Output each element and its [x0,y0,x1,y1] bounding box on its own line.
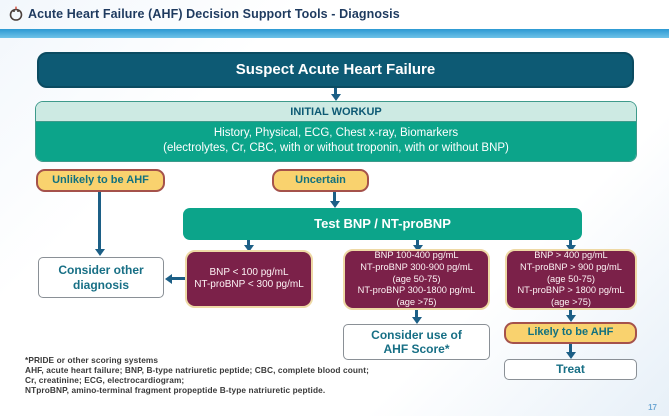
node-test-bnp: Test BNP / NT-proBNP [183,208,582,240]
arrow-test-to-bnp-low [243,240,254,252]
node-suspect-ahf: Suspect Acute Heart Failure [37,52,634,88]
node-ahf-score: Consider use of AHF Score* [343,324,490,360]
footnote-line: *PRIDE or other scoring systems [25,355,159,365]
page-number: 17 [648,403,657,412]
arrow-bnp-mid-to-score [411,310,422,324]
page-title: Acute Heart Failure (AHF) Decision Suppo… [28,7,400,21]
node-bnp-low: BNP < 100 pg/mL NT-proBNP < 300 pg/mL [185,250,313,308]
node-bnp-high: BNP > 400 pg/mL NT-proBNP > 900 pg/mL (a… [505,249,637,310]
arrow-unlikely-to-consider [94,192,105,256]
arrow-likely-to-treat [565,344,576,359]
arrow-test-to-bnp-mid [412,240,423,252]
node-likely-ahf: Likely to be AHF [504,322,637,344]
footnote-line: NTproBNP, amino-terminal fragment propep… [25,385,326,395]
footnote-line: Cr, creatinine; ECG, electrocardiogram; [25,375,185,385]
node-consider-other-diagnosis: Consider other diagnosis [38,257,164,298]
node-uncertain: Uncertain [272,169,369,192]
footnotes: *PRIDE or other scoring systems AHF, acu… [25,355,369,395]
arrow-suspect-to-workup [330,88,341,101]
arrow-test-to-bnp-high [565,240,576,252]
initial-workup-header: INITIAL WORKUP [36,102,636,122]
arrow-bnp-high-to-likely [565,310,576,322]
footnote-line: AHF, acute heart failure; BNP, B-type na… [25,365,369,375]
heart-monitor-icon [9,6,23,21]
node-unlikely-ahf: Unlikely to be AHF [36,169,165,192]
initial-workup-body: History, Physical, ECG, Chest x-ray, Bio… [36,122,636,161]
node-initial-workup: INITIAL WORKUP History, Physical, ECG, C… [35,101,637,162]
arrow-bnp-low-to-consider [165,273,185,284]
header-divider-bar [0,29,669,38]
arrow-uncertain-to-test [329,192,340,208]
node-treat: Treat [504,359,637,380]
node-bnp-mid: BNP 100-400 pg/mL NT-proBNP 300-900 pg/m… [343,249,490,310]
